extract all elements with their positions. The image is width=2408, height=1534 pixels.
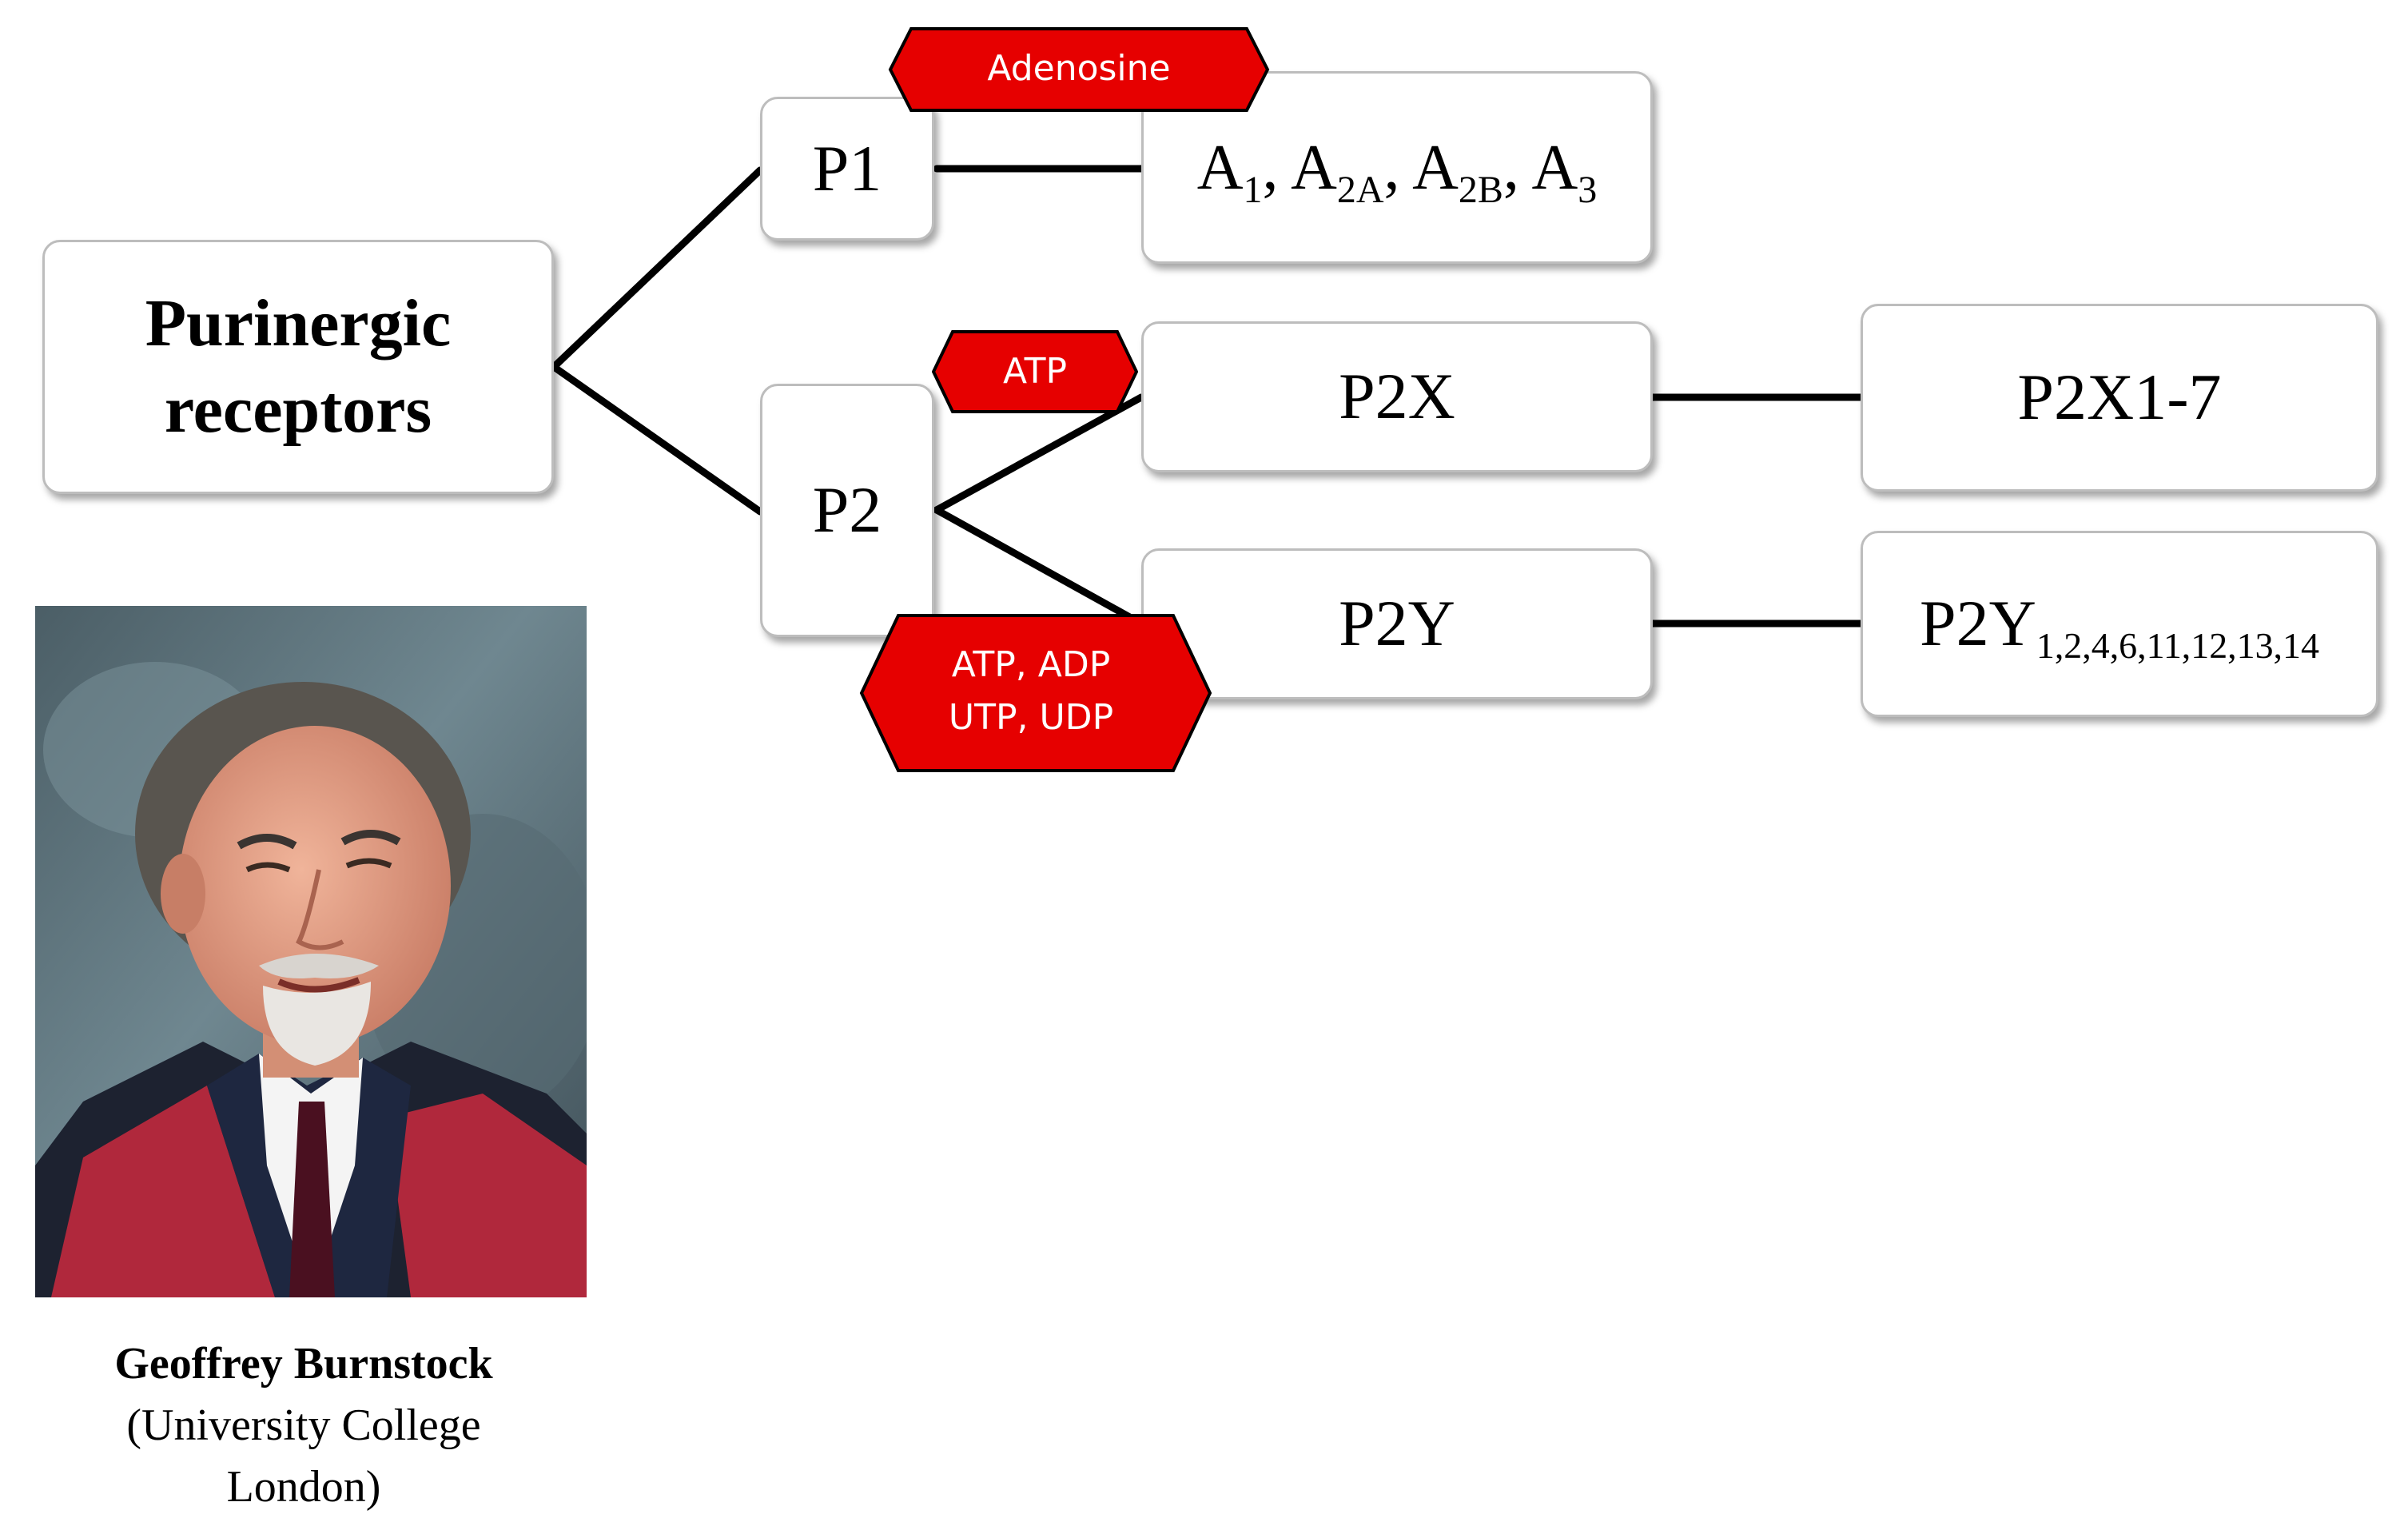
connector-p2-to-p2y (933, 506, 1145, 628)
p2x-label: P2X (1339, 360, 1455, 433)
atp-ligand-text: ATP (1002, 351, 1068, 392)
atp-ligand-shape (932, 330, 1138, 413)
separator: , (1262, 132, 1292, 203)
purinergic-label-line1: Purinergic (145, 286, 452, 361)
p2-node: P2 (760, 384, 934, 637)
a1-sub: 1 (1243, 168, 1263, 211)
utp-udp-text: UTP, UDP (948, 697, 1114, 738)
affiliation-line1: (University College (126, 1401, 481, 1450)
a3-sub: 3 (1578, 168, 1598, 211)
atp-adp-utp-udp-ligand-shape (859, 614, 1212, 772)
purinergic-receptors-node: Purinergic receptors (42, 240, 554, 494)
person-name: Geoffrey Burnstock (114, 1339, 493, 1389)
p1-label: P1 (812, 131, 882, 205)
p2-label: P2 (812, 473, 882, 547)
p2y-node: P2Y (1141, 548, 1653, 699)
separator: , (1503, 132, 1532, 203)
adenosine-subtypes-label: A1, A2A, A2B, A3 (1196, 131, 1598, 209)
p2y-subtypes-sub: 1,2,4,6,11,12,13,14 (2036, 625, 2319, 667)
a2b-sub: 2B (1458, 168, 1503, 211)
separator: , (1383, 132, 1413, 203)
purinergic-label-line2: receptors (164, 373, 432, 447)
portrait-photo (35, 606, 587, 1297)
a2a-main: A (1291, 132, 1337, 203)
a2a-sub: 2A (1336, 168, 1384, 211)
p2x-subtypes-label: P2X1-7 (2017, 361, 2222, 434)
p2y-subtypes-main: P2Y (1920, 587, 2036, 660)
p1-node: P1 (760, 97, 934, 241)
adenosine-ligand-text: Adenosine (987, 48, 1171, 89)
p2y-label: P2Y (1339, 587, 1455, 660)
connector-p2-to-p2x (933, 393, 1145, 514)
adenosine-ligand-shape (888, 27, 1270, 112)
adenosine-subtypes-node: A1, A2A, A2B, A3 (1141, 71, 1653, 264)
adenosine-ligand-label: Adenosine (895, 29, 1263, 109)
atp-adp-text: ATP, ADP (951, 644, 1111, 685)
p2y-subtypes-label: P2Y1,2,4,6,11,12,13,14 (1920, 586, 2319, 664)
a1-main: A (1196, 132, 1244, 203)
a3-main: A (1531, 132, 1578, 203)
p2x-subtypes-node: P2X1-7 (1861, 304, 2378, 492)
photo-caption: Geoffrey Burnstock (University College L… (24, 1333, 583, 1518)
p2y-subtypes-node: P2Y1,2,4,6,11,12,13,14 (1861, 531, 2378, 717)
connector-root-to-p1 (550, 166, 764, 371)
p2x-node: P2X (1141, 321, 1653, 472)
atp-ligand-label: ATP (935, 332, 1135, 412)
atp-adp-utp-udp-ligand-label: ATP, ADP UTP, UDP (863, 616, 1199, 767)
connector-root-to-p2 (550, 363, 764, 516)
a2b-main: A (1412, 132, 1459, 203)
affiliation-line2: London) (226, 1462, 381, 1512)
